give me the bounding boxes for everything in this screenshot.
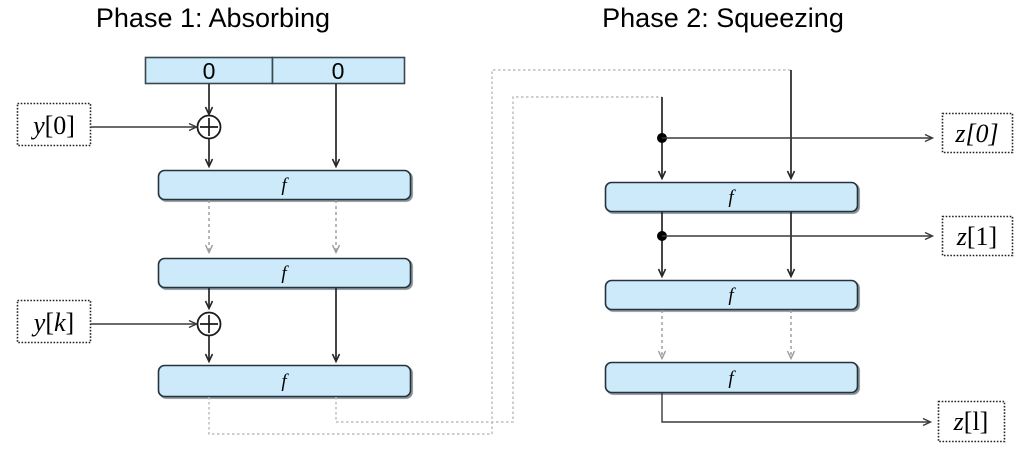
input-y0-group: y[0] [16,102,197,147]
input-y0-box[interactable] [16,102,92,147]
permutation-block-p1-3-rect [157,364,412,398]
output-z1-group: z[1] [941,215,1014,257]
state-cell-rate-value: 0 [203,58,216,84]
permutation-block-p1-2-rect [157,257,412,289]
permutation-block-p2-2-rect [604,279,859,311]
state-cell-capacity-value: 0 [332,58,345,84]
permutation-block-p2-2: f [604,279,859,311]
output-tap-2 [657,231,932,241]
initial-state-row: 0 0 [144,56,406,85]
phase-1-title: Phase 1: Absorbing [96,3,330,33]
permutation-block-p2-2-label: f [728,285,736,306]
output-z0-group: z[0] [941,112,1014,154]
output-zl-label: z[l] [953,407,989,436]
permutation-block-p1-1-label: f [281,175,289,196]
output-z1-label: z[1] [956,222,997,251]
permutation-block-p2-1: f [604,181,859,213]
input-y0-label: y[0] [30,111,75,140]
permutation-block-p1-2: f [157,257,412,289]
permutation-block-p2-3: f [604,361,859,394]
output-zl-group: z[l] [937,400,1006,443]
output-z0-box[interactable] [941,112,1014,154]
wire-f2-3-to-zl [661,393,930,422]
state-cell-capacity [271,56,406,85]
permutation-block-p1-3: f [157,364,412,398]
input-yk-group: y[k] [16,299,197,344]
xor-gate-1 [196,114,222,140]
permutation-block-p2-3-label: f [728,368,736,389]
xor-gate-2 [196,311,222,337]
permutation-block-p1-1-rect [157,169,412,201]
feedback-wire-inner [335,96,662,423]
permutation-block-p2-3-rect [604,361,859,394]
permutation-block-p1-2-label: f [281,263,289,284]
phase-2-title: Phase 2: Squeezing [602,3,844,33]
feedback-wire-outer [208,69,791,435]
permutation-block-p1-3-label: f [281,371,289,392]
output-zl-box[interactable] [937,400,1006,443]
state-cell-rate [144,56,274,85]
permutation-block-p2-1-rect [604,181,859,213]
output-tap-1 [657,133,932,143]
input-yk-label: y[k] [31,308,74,337]
input-yk-box[interactable] [16,299,92,344]
output-z1-box[interactable] [941,215,1014,257]
permutation-block-p1-1: f [157,169,412,201]
permutation-block-p2-1-label: f [728,187,736,208]
output-z0-label: z[0] [954,119,998,148]
